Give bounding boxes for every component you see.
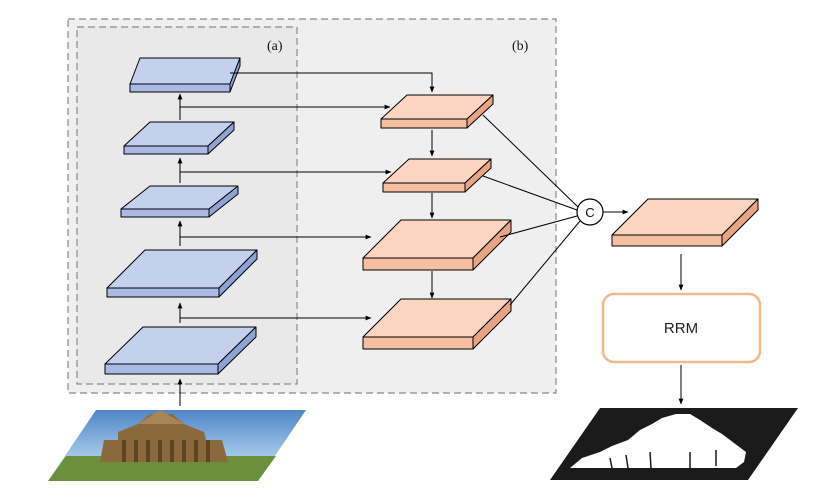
encoder-block: [106, 249, 258, 298]
decoder-block: [362, 219, 512, 271]
region-b-label: (b): [512, 39, 529, 54]
encoder-block: [104, 326, 257, 375]
concat-input-lines: [482, 114, 581, 306]
decoder-block: [380, 94, 494, 129]
rrm-module: RRM: [601, 292, 762, 364]
fused-feature: [611, 198, 759, 247]
concat-label: C: [585, 205, 594, 220]
decoder-block: [362, 298, 512, 350]
concat-node: C: [576, 198, 604, 226]
decoder-block: [382, 158, 492, 193]
encoder-block: [123, 121, 235, 155]
region-a-label: (a): [267, 39, 283, 54]
fused-feature-block: [611, 198, 759, 247]
encoder-backbone: [104, 57, 258, 375]
input-image: [48, 410, 306, 481]
rrm-label: RRM: [664, 320, 698, 337]
encoder-block: [129, 57, 241, 93]
decoder-pyramid: [362, 94, 512, 350]
encoder-block: [120, 185, 239, 218]
lateral-connection-arrows: [180, 72, 435, 321]
output-saliency-mask: [550, 408, 798, 480]
